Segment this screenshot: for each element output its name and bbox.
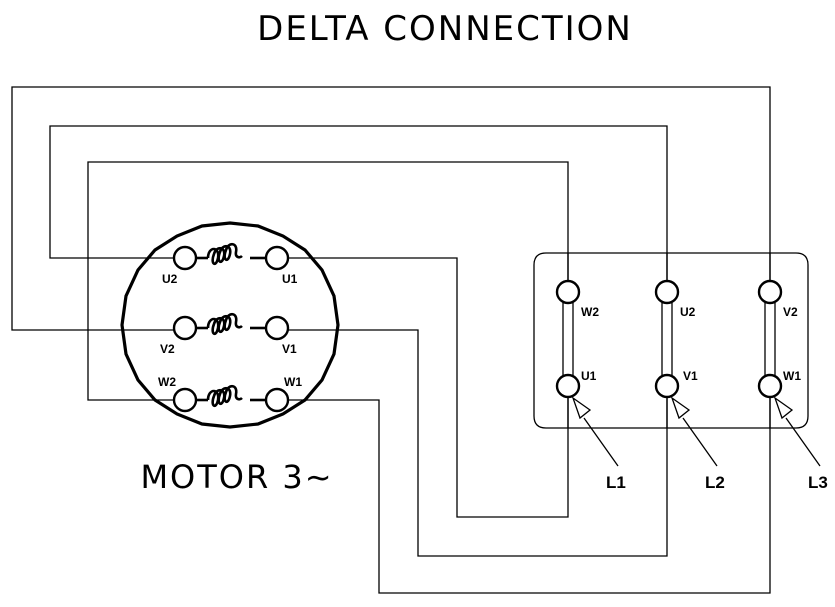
wire-outer-loop (11, 86, 771, 331)
supply-label-l3: L3 (808, 473, 828, 492)
coil-v (196, 312, 266, 336)
terminal-u1 (264, 245, 290, 271)
label-v1: V1 (282, 342, 297, 356)
wire-v1-to-box (288, 329, 668, 557)
motor-housing (120, 221, 340, 429)
box-label-w2: W2 (581, 305, 599, 319)
supply-label-l2: L2 (705, 473, 725, 492)
box-label-v2: V2 (783, 305, 798, 319)
box-terminal-w2 (555, 279, 581, 305)
supply-label-l1: L1 (606, 473, 626, 492)
wire-inner-loop (87, 161, 569, 401)
wire-u1-to-box (288, 257, 569, 518)
wire-w1-to-box (288, 395, 771, 594)
supply-leader-l3 (773, 396, 821, 467)
terminal-v1 (264, 315, 290, 341)
diagram-title: DELTA CONNECTION (257, 9, 633, 49)
supply-leader-l2 (670, 396, 718, 467)
box-label-u2: U2 (680, 305, 696, 319)
box-label-w1: W1 (783, 369, 801, 383)
label-w1: W1 (284, 375, 302, 389)
label-w2: W2 (158, 375, 176, 389)
label-u2: U2 (162, 272, 178, 286)
terminal-u2 (172, 245, 198, 271)
box-label-v1: V1 (683, 369, 698, 383)
bridge-col3 (764, 291, 776, 385)
wire-middle-loop (49, 125, 668, 283)
terminal-v2 (172, 315, 198, 341)
supply-leader-l1 (571, 396, 619, 467)
coil-u (196, 242, 266, 266)
box-terminal-u1 (555, 373, 581, 399)
bridge-col1 (562, 291, 574, 385)
label-v2: V2 (160, 342, 175, 356)
label-u1: U1 (282, 272, 298, 286)
box-terminal-w1 (757, 373, 783, 399)
terminal-w2 (172, 387, 198, 413)
box-label-u1: U1 (581, 369, 597, 383)
bridge-col2 (661, 291, 673, 385)
box-terminal-v2 (757, 279, 783, 305)
coil-w (196, 384, 266, 408)
terminal-w1 (264, 387, 290, 413)
terminal-box (533, 252, 809, 429)
motor-label: MOTOR 3~ (140, 458, 333, 496)
box-terminal-u2 (654, 279, 680, 305)
box-terminal-v1 (654, 373, 680, 399)
